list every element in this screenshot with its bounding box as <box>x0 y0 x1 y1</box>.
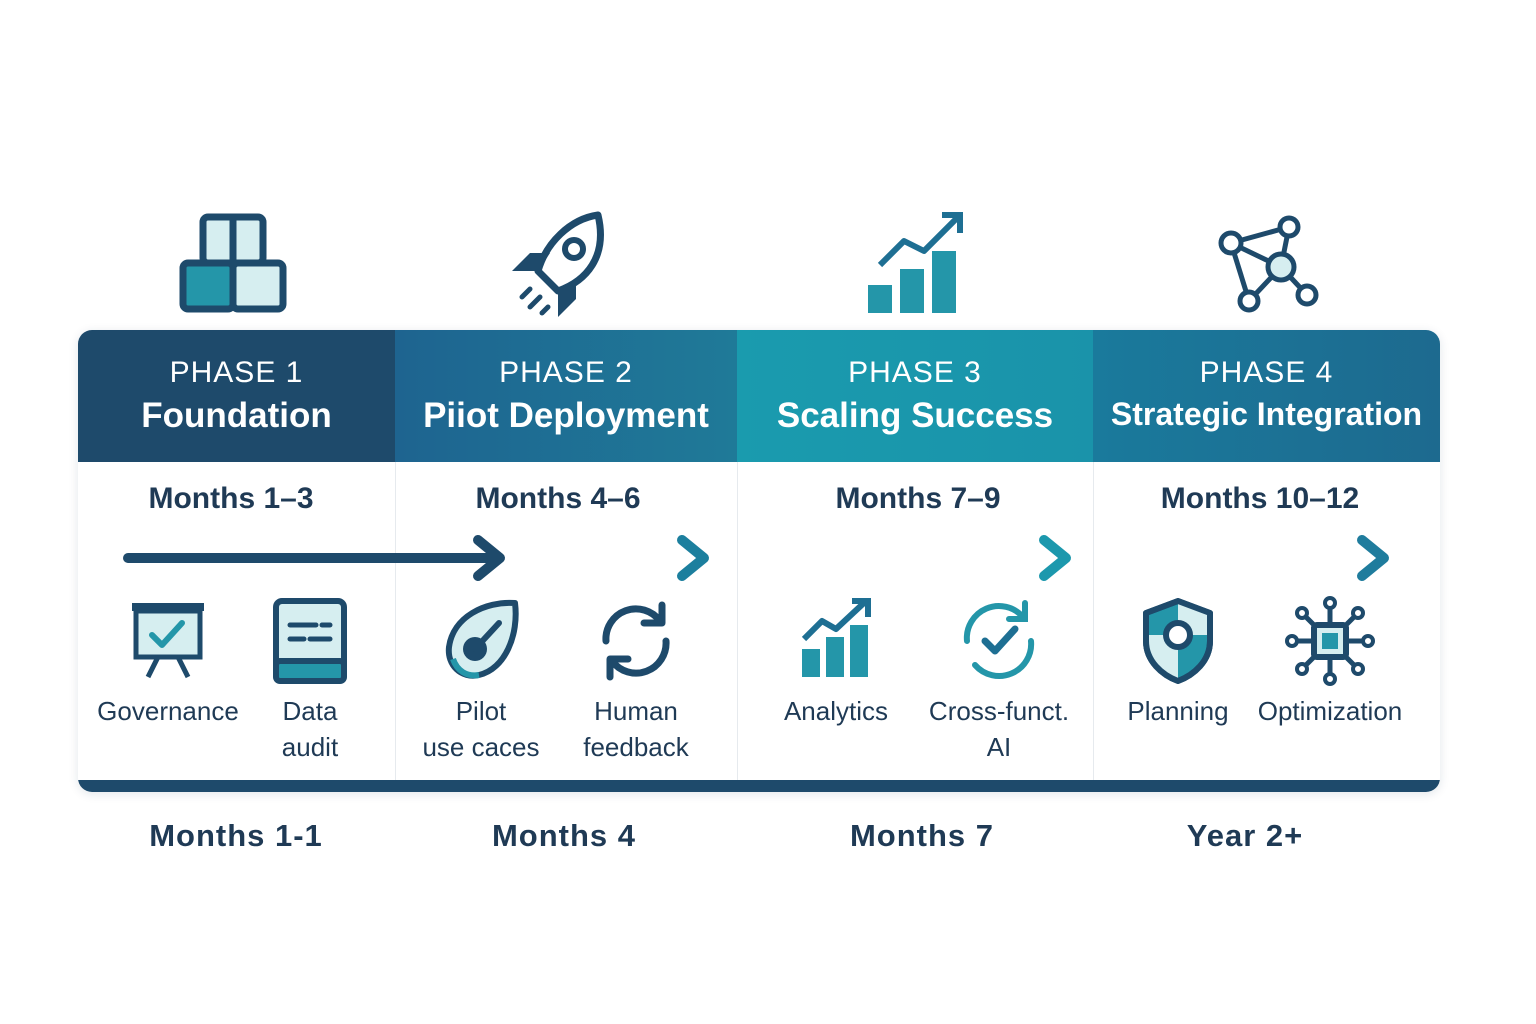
column-divider <box>737 462 738 780</box>
refresh-icon <box>602 601 670 681</box>
bar-chart-icon <box>801 598 871 677</box>
column-divider <box>395 462 396 780</box>
roadmap-board: PHASE 1 Foundation PHASE 2 Piiot Deploym… <box>78 330 1440 792</box>
phase-4-title: Strategic Integration <box>1110 396 1423 432</box>
analytics-item: Analytics <box>761 595 911 729</box>
item-label: Human feedback <box>583 696 689 762</box>
phase-1-months: Months 1–3 <box>148 482 314 515</box>
item-label: Planning <box>1127 696 1229 726</box>
cross-functional-ai-item: Cross-funct. AI <box>924 595 1074 765</box>
phase-2-label: PHASE 2 <box>499 356 633 389</box>
column-divider <box>1093 462 1094 780</box>
timeline-arrow <box>123 535 1389 581</box>
phase-4-header: PHASE 4 Strategic Integration <box>1093 330 1440 462</box>
phase-4-months: Months 10–12 <box>1160 482 1360 515</box>
item-label: Optimization <box>1257 696 1403 726</box>
rocket-icon <box>500 205 620 325</box>
gauge-icon <box>445 599 519 679</box>
phase-1-title: Foundation <box>141 396 332 435</box>
governance-item: Governance <box>93 595 243 729</box>
phase-1-header: PHASE 1 Foundation <box>78 330 395 462</box>
network-icon <box>1205 205 1325 325</box>
human-feedback-item: Human feedback <box>561 595 711 765</box>
phase-3-months: Months 7–9 <box>835 482 1001 515</box>
chip-icon <box>1285 596 1375 686</box>
phase-3-header: PHASE 3 Scaling Success <box>737 330 1093 462</box>
pilot-use-cases-item: Pilot use caces <box>406 595 556 765</box>
planning-item: Planning <box>1103 595 1253 729</box>
item-label: Data audit <box>281 696 339 762</box>
phase-3-bottom-label: Months 7 <box>849 818 995 853</box>
phase-3-title: Scaling Success <box>776 396 1054 435</box>
document-icon <box>273 598 347 684</box>
item-label: Cross-funct. AI <box>928 696 1070 762</box>
phase-2-title: Piiot Deployment <box>423 396 709 435</box>
phase-2-header: PHASE 2 Piiot Deployment <box>395 330 737 462</box>
phase-1-bottom-label: Months 1-1 <box>149 818 323 853</box>
shield-icon <box>1143 598 1213 684</box>
check-cycle-icon <box>963 600 1035 679</box>
phase-2-months: Months 4–6 <box>475 482 641 515</box>
phase-2-bottom-label: Months 4 <box>491 818 637 853</box>
phase-4-bottom-label: Year 2+ <box>1186 818 1304 853</box>
board-bottom-bar <box>78 780 1440 792</box>
optimization-item: Optimization <box>1255 595 1405 729</box>
phase-4-label: PHASE 4 <box>1199 356 1334 389</box>
item-label: Analytics <box>783 696 889 726</box>
item-label: Pilot use caces <box>422 696 540 762</box>
data-audit-item: Data audit <box>235 595 385 765</box>
phase-3-label: PHASE 3 <box>848 356 982 389</box>
item-label: Governance <box>97 696 239 726</box>
growth-chart-icon <box>856 205 976 325</box>
phase-1-label: PHASE 1 <box>169 356 304 389</box>
presentation-check-icon <box>132 603 204 679</box>
blocks-icon <box>173 205 293 325</box>
